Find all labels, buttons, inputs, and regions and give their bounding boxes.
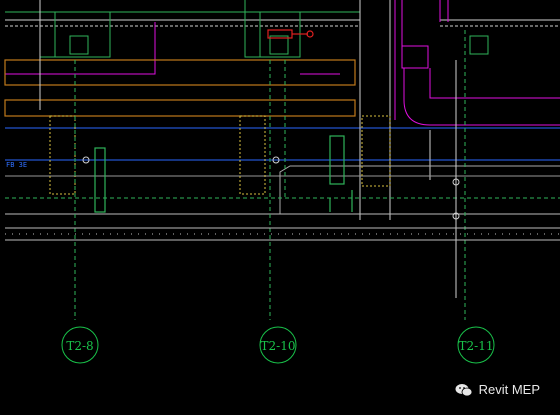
slab-band	[5, 227, 560, 241]
white-verticals	[5, 0, 560, 220]
grid-bubble-t2-10[interactable]: T2-10	[259, 326, 297, 364]
dashed-green-lines	[5, 30, 560, 320]
watermark-text: Revit MEP	[478, 382, 540, 397]
magenta-ducts	[5, 0, 560, 126]
blue-pipes	[5, 127, 560, 161]
green-columns	[94, 135, 353, 213]
green-duct-top	[39, 0, 489, 58]
side-label: FB 3E	[6, 161, 27, 169]
grid-label-t2-10: T2-10	[261, 339, 296, 353]
orange-pipes	[4, 59, 356, 117]
red-fitting	[267, 29, 314, 39]
grid-bubble-t2-8[interactable]: T2-8	[61, 326, 99, 364]
grid-label-t2-11: T2-11	[459, 339, 494, 353]
grid-label-t2-8: T2-8	[66, 339, 93, 353]
top-beam-lines	[5, 11, 560, 27]
watermark: Revit MEP	[455, 382, 540, 397]
wechat-icon	[455, 383, 472, 396]
grid-bubble-t2-11[interactable]: T2-11	[457, 326, 495, 364]
